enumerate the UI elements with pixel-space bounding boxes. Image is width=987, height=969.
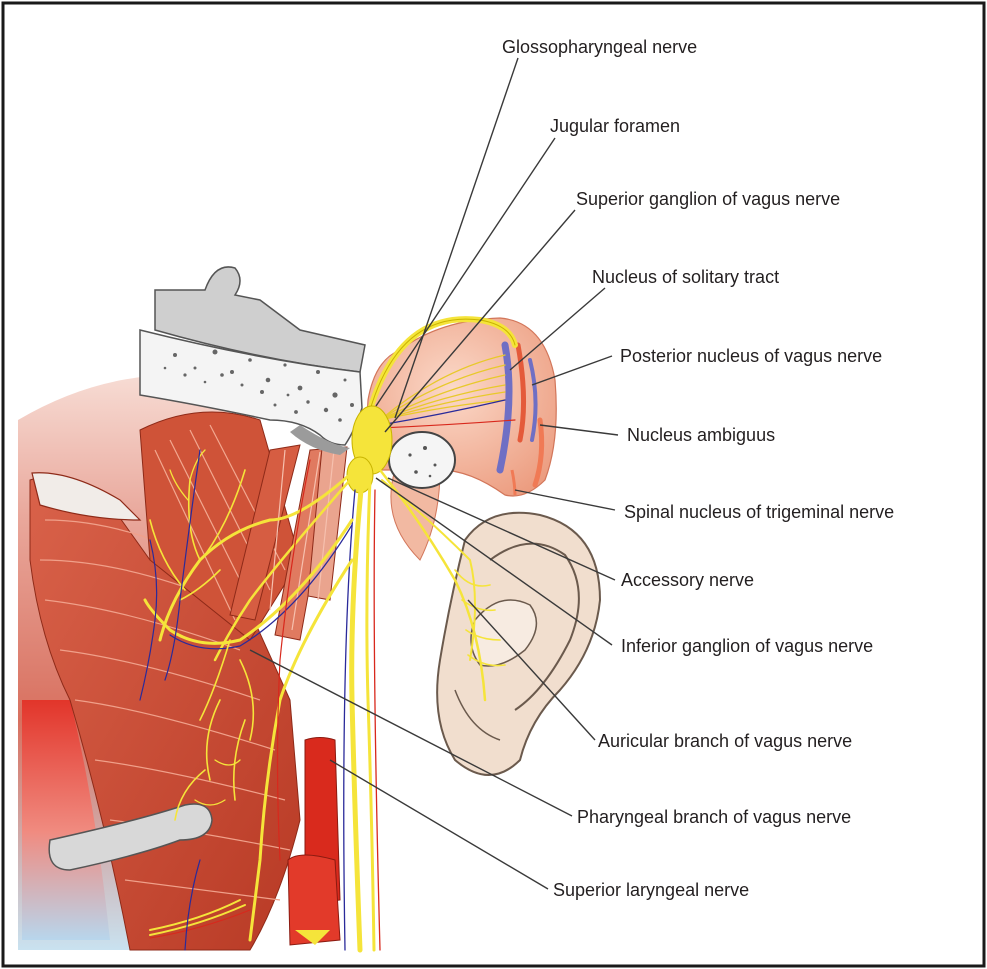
label-glossopharyngeal-nerve: Glossopharyngeal nerve (502, 37, 697, 57)
leader-spinal-nucleus (515, 490, 615, 510)
label-spinal-nucleus-trigeminal: Spinal nucleus of trigeminal nerve (624, 502, 894, 522)
label-jugular-foramen: Jugular foramen (550, 116, 680, 136)
label-nucleus-solitary-tract: Nucleus of solitary tract (592, 267, 779, 287)
label-accessory-nerve: Accessory nerve (621, 570, 754, 590)
label-pharyngeal-branch: Pharyngeal branch of vagus nerve (577, 807, 851, 827)
leader-superior-laryngeal (330, 760, 548, 889)
label-nucleus-ambiguus: Nucleus ambiguus (627, 425, 775, 445)
labels: Glossopharyngeal nerve Jugular foramen S… (502, 37, 894, 900)
label-superior-laryngeal-nerve: Superior laryngeal nerve (553, 880, 749, 900)
label-auricular-branch: Auricular branch of vagus nerve (598, 731, 852, 751)
label-inferior-ganglion: Inferior ganglion of vagus nerve (621, 636, 873, 656)
label-posterior-nucleus: Posterior nucleus of vagus nerve (620, 346, 882, 366)
label-superior-ganglion: Superior ganglion of vagus nerve (576, 189, 840, 209)
